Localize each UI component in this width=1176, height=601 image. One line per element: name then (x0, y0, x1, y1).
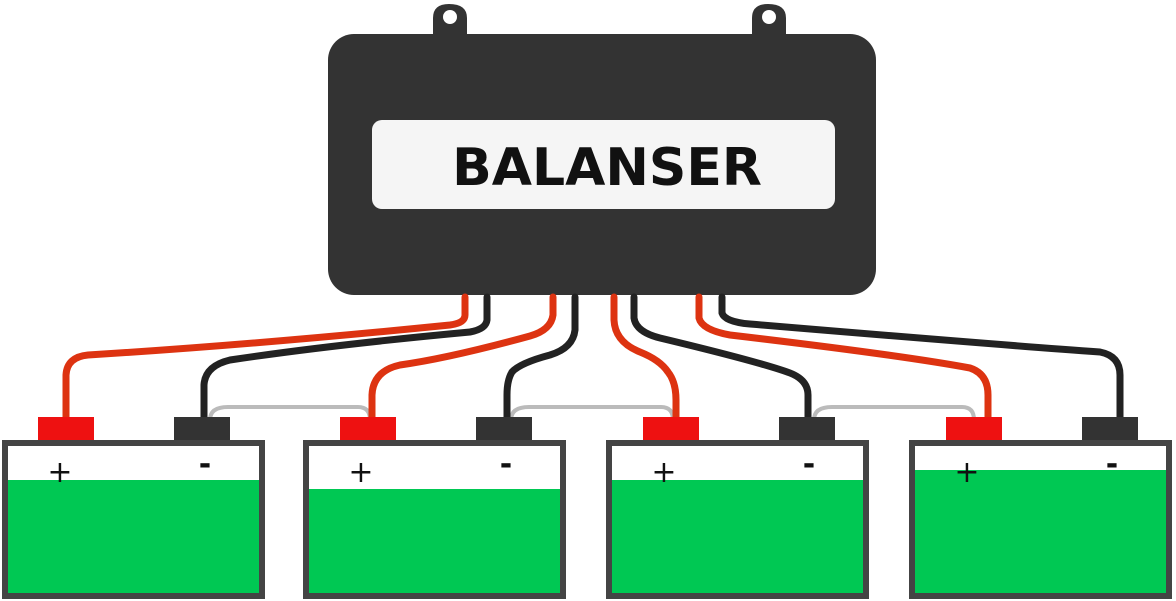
mounting-tab-left (433, 4, 467, 40)
minus-sign: - (500, 447, 512, 482)
balancer-label: BALANSER (452, 138, 762, 198)
electrolyte-level (5, 480, 262, 596)
battery-3: +- (606, 417, 869, 599)
electrolyte-level (609, 480, 866, 596)
negative-wires (200, 293, 1124, 421)
balancer-label-panel (372, 120, 835, 209)
positive-terminal (340, 417, 396, 441)
plus-sign: + (47, 455, 72, 490)
battery-1: +- (2, 417, 265, 599)
positive-wire-2 (368, 293, 557, 421)
battery-2: +- (303, 417, 566, 599)
battery-frame (2, 440, 265, 599)
positive-wire-3 (610, 293, 680, 421)
electrolyte-level (912, 470, 1169, 596)
plus-sign: + (954, 455, 979, 490)
mounting-tab-right (752, 4, 786, 40)
negative-terminal (1082, 417, 1138, 441)
negative-terminal (476, 417, 532, 441)
positive-wires (62, 293, 992, 421)
electrolyte-level (306, 489, 563, 596)
battery-4: +- (909, 417, 1172, 599)
battery-frame (909, 440, 1172, 599)
link-wire-3 (812, 405, 976, 422)
batteries: +-+-+-+- (2, 417, 1172, 599)
negative-wire-1 (200, 293, 491, 421)
link-wire-2 (509, 405, 675, 422)
negative-terminal (779, 417, 835, 441)
negative-wire-2 (503, 293, 579, 421)
positive-terminal (38, 417, 94, 441)
negative-terminal (174, 417, 230, 441)
positive-wire-1 (62, 293, 469, 421)
battery-frame (303, 440, 566, 599)
positive-terminal (643, 417, 699, 441)
plus-sign: + (651, 455, 676, 490)
minus-sign: - (1106, 447, 1118, 482)
positive-wire-4 (695, 293, 992, 421)
minus-sign: - (803, 447, 815, 482)
negative-wire-4 (718, 293, 1124, 421)
battery-frame (606, 440, 869, 599)
plus-sign: + (348, 455, 373, 490)
positive-terminal (946, 417, 1002, 441)
minus-sign: - (199, 447, 211, 482)
negative-wire-3 (630, 293, 812, 421)
series-links (208, 405, 976, 422)
